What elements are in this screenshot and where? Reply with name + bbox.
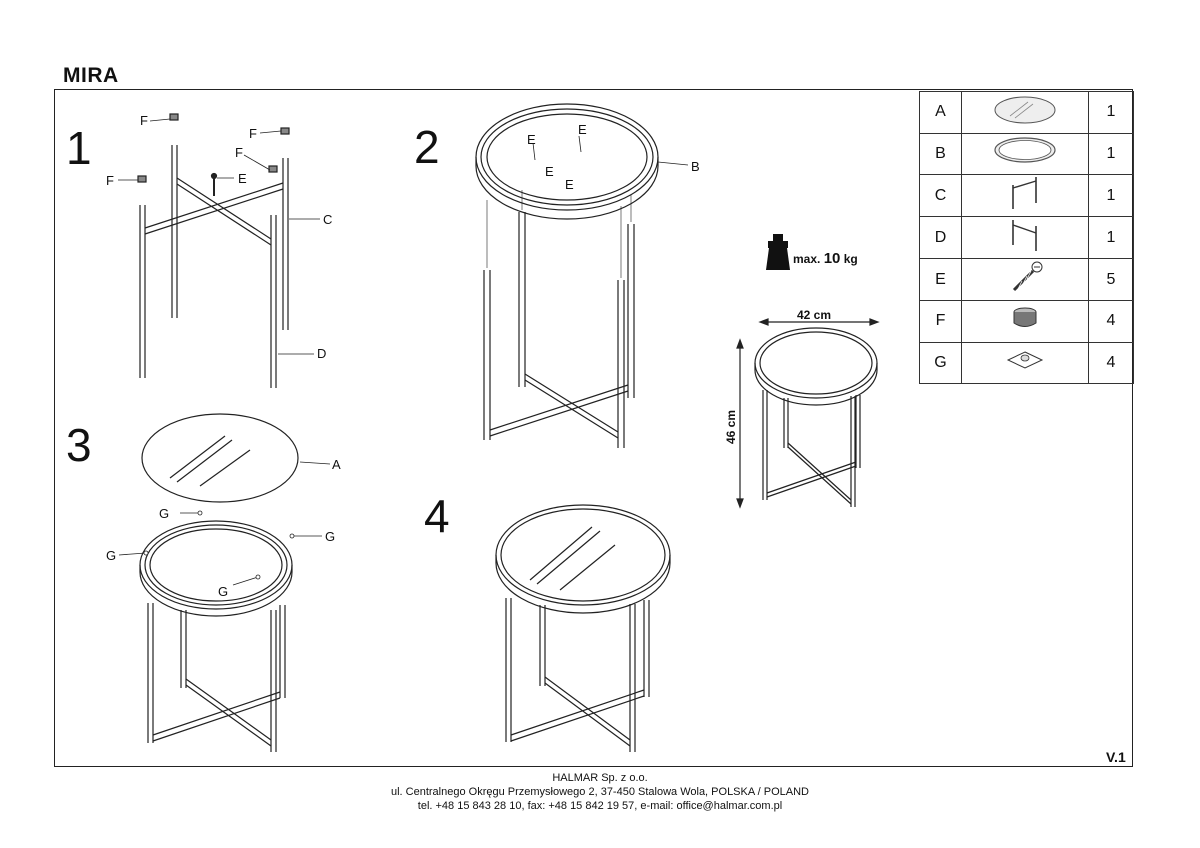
label-g: G [106,548,117,563]
footer-address: ul. Centralnego Okręgu Przemysłowego 2, … [390,786,809,798]
tray-frame-icon [994,137,1056,163]
label-g: G [218,584,229,599]
label-g: G [325,529,336,544]
part-letter: D [919,216,962,259]
part-picture [961,174,1089,217]
label-e: E [545,164,554,179]
max-weight-unit: kg [843,252,858,266]
part-quantity: 5 [1088,258,1134,301]
dimension-table-drawing [736,318,880,509]
parts-list: A 1 B 1 C [919,91,1134,384]
max-weight-value: 10 [823,250,841,267]
step2-tray-drawing [475,103,659,448]
height-dimension: 46 cm [724,409,738,445]
label-e: E [565,177,574,192]
max-weight-prefix: max. [793,252,821,266]
label-e: E [238,171,247,186]
parts-row: G 4 [919,341,1134,384]
part-letter: B [919,132,962,175]
label-a: A [332,457,341,472]
label-e: E [527,132,536,147]
width-dimension: 42 cm [797,308,832,322]
part-picture [961,216,1089,259]
parts-row: C 1 [919,174,1134,217]
parts-row: F 4 [919,300,1134,343]
part-quantity: 4 [1088,300,1134,343]
leg-frame-c-icon [1012,177,1037,209]
part-letter: F [919,300,962,343]
step4-table-drawing [495,504,671,752]
step-number-3: 3 [66,419,92,471]
step-number-4: 4 [424,490,450,542]
label-e: E [578,122,587,137]
part-picture [961,341,1089,384]
part-letter: E [919,258,962,301]
step-number-2: 2 [414,121,440,173]
product-title: MIRA [63,64,119,87]
part-picture [961,132,1089,175]
label-f: F [140,113,148,128]
parts-row: A 1 [919,91,1134,134]
step3-glass-drawing [139,413,299,752]
parts-row: D 1 [919,216,1134,259]
part-quantity: 1 [1088,91,1134,134]
label-g: G [159,506,170,521]
part-letter: A [919,91,962,134]
label-f: F [235,145,243,160]
part-picture [961,91,1089,134]
leg-frame-d-icon [1012,220,1037,251]
label-f: F [106,173,114,188]
foot-cap-icon [1013,307,1037,327]
footer-contact: tel. +48 15 843 28 10, fax: +48 15 842 1… [417,800,783,812]
part-quantity: 4 [1088,341,1134,384]
step-number-1: 1 [66,122,92,174]
label-b: B [691,159,700,174]
label-f: F [249,126,257,141]
part-quantity: 1 [1088,132,1134,175]
label-c: C [323,212,333,227]
part-quantity: 1 [1088,216,1134,259]
part-letter: G [919,341,962,384]
parts-row: B 1 [919,132,1134,175]
part-letter: C [919,174,962,217]
pad-icon [1006,351,1044,369]
glass-top-icon [994,96,1056,124]
max-weight-label: max. 10 kg [793,250,858,267]
part-quantity: 1 [1088,174,1134,217]
step1-legs-drawing [137,113,290,388]
label-d: D [317,346,327,361]
footer-company: HALMAR Sp. z o.o. [552,772,648,784]
part-picture [961,258,1089,301]
weight-icon [766,234,790,270]
parts-row: E 5 [919,258,1134,301]
part-picture [961,300,1089,343]
version-label: V.1 [1106,749,1126,765]
screw-icon [1012,261,1043,292]
instruction-frame [54,89,1133,767]
